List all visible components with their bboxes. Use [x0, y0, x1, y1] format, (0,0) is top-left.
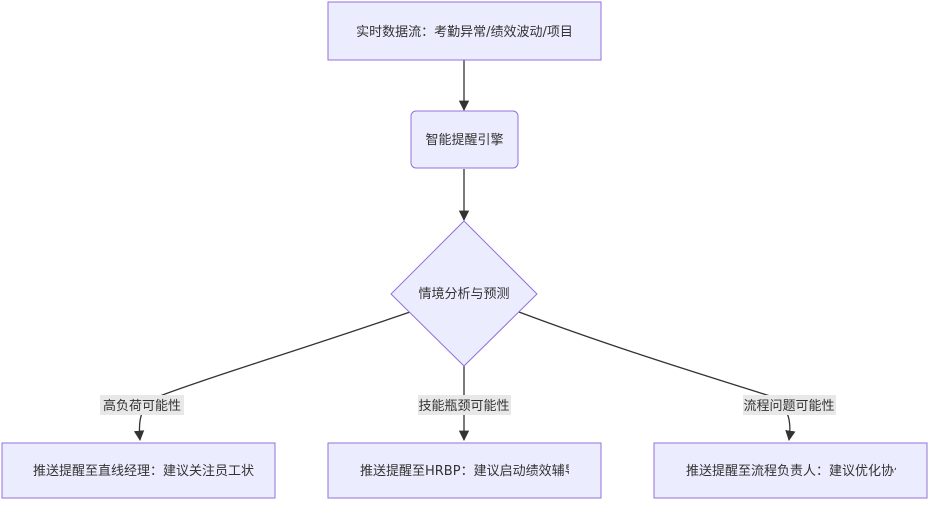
node-source-label: 实时数据流：考勤异常/绩效波动/项目	[356, 25, 573, 40]
node-leaf-center: 推送提醒至HRBP：建议启动绩效辅导流	[327, 442, 602, 499]
edge-label-right-text: 流程问题可能性	[743, 399, 834, 414]
node-leaf-right: 推送提醒至流程负责人：建议优化协作	[653, 442, 928, 499]
node-leaf-right-label: 推送提醒至流程负责人：建议优化协作	[686, 463, 907, 479]
node-engine: 智能提醒引擎	[410, 110, 519, 169]
node-leaf-center-label: 推送提醒至HRBP：建议启动绩效辅导流	[360, 463, 591, 479]
edge-label-left-text: 高负荷可能性	[103, 398, 181, 414]
edge-label-center-text: 技能瓶颈可能性	[418, 399, 509, 414]
node-source: 实时数据流：考勤异常/绩效波动/项目	[327, 1, 602, 61]
node-leaf-left: 推送提醒至直线经理：建议关注员工状	[1, 442, 276, 499]
node-decision: 情境分析与预测	[390, 220, 538, 367]
edge-label-center: 技能瓶颈可能性	[418, 395, 511, 415]
edge-label-right: 流程问题可能性	[743, 395, 836, 415]
node-engine-label: 智能提醒引擎	[425, 132, 503, 148]
node-leaf-left-label: 推送提醒至直线经理：建议关注员工状	[33, 463, 254, 479]
edge-decision-left	[133, 311, 411, 442]
edge-label-left: 高负荷可能性	[100, 395, 184, 415]
edge-decision-right	[518, 311, 796, 442]
node-decision-label: 情境分析与预测	[418, 287, 509, 302]
